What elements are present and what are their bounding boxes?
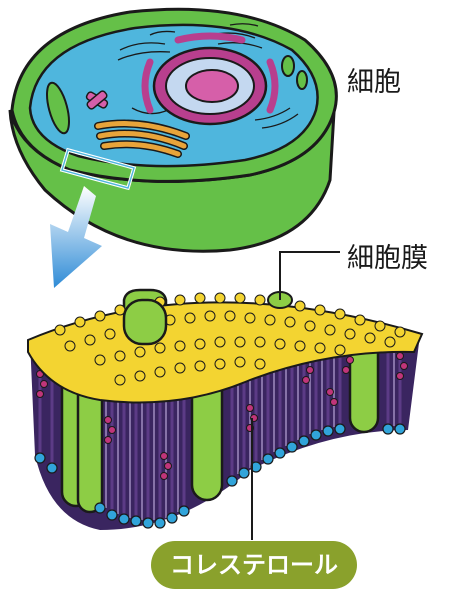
upper-phospholipid-heads bbox=[54, 292, 406, 386]
cell-label: 細胞 bbox=[347, 67, 401, 98]
nuclear-lobe bbox=[174, 32, 246, 44]
cell-membrane-label: 細胞膜 bbox=[347, 243, 428, 274]
zoom-arrow bbox=[50, 186, 102, 288]
nuclear-lobe bbox=[141, 58, 154, 114]
centrosome bbox=[85, 90, 109, 110]
nuclear-lobe bbox=[266, 58, 279, 114]
endoplasmic-reticulum bbox=[117, 23, 299, 129]
golgi-apparatus bbox=[94, 119, 190, 158]
cholesterol-label-badge: コレステロール bbox=[151, 541, 357, 589]
membrane-block bbox=[27, 288, 424, 530]
mitochondrion bbox=[296, 70, 308, 90]
nucleolus bbox=[185, 69, 239, 103]
mitochondrion bbox=[46, 81, 70, 135]
mitochondrion bbox=[281, 55, 295, 77]
lower-phospholipid-heads bbox=[34, 423, 406, 529]
cell-illustration bbox=[8, 7, 338, 253]
membrane-leader-line bbox=[279, 251, 340, 300]
